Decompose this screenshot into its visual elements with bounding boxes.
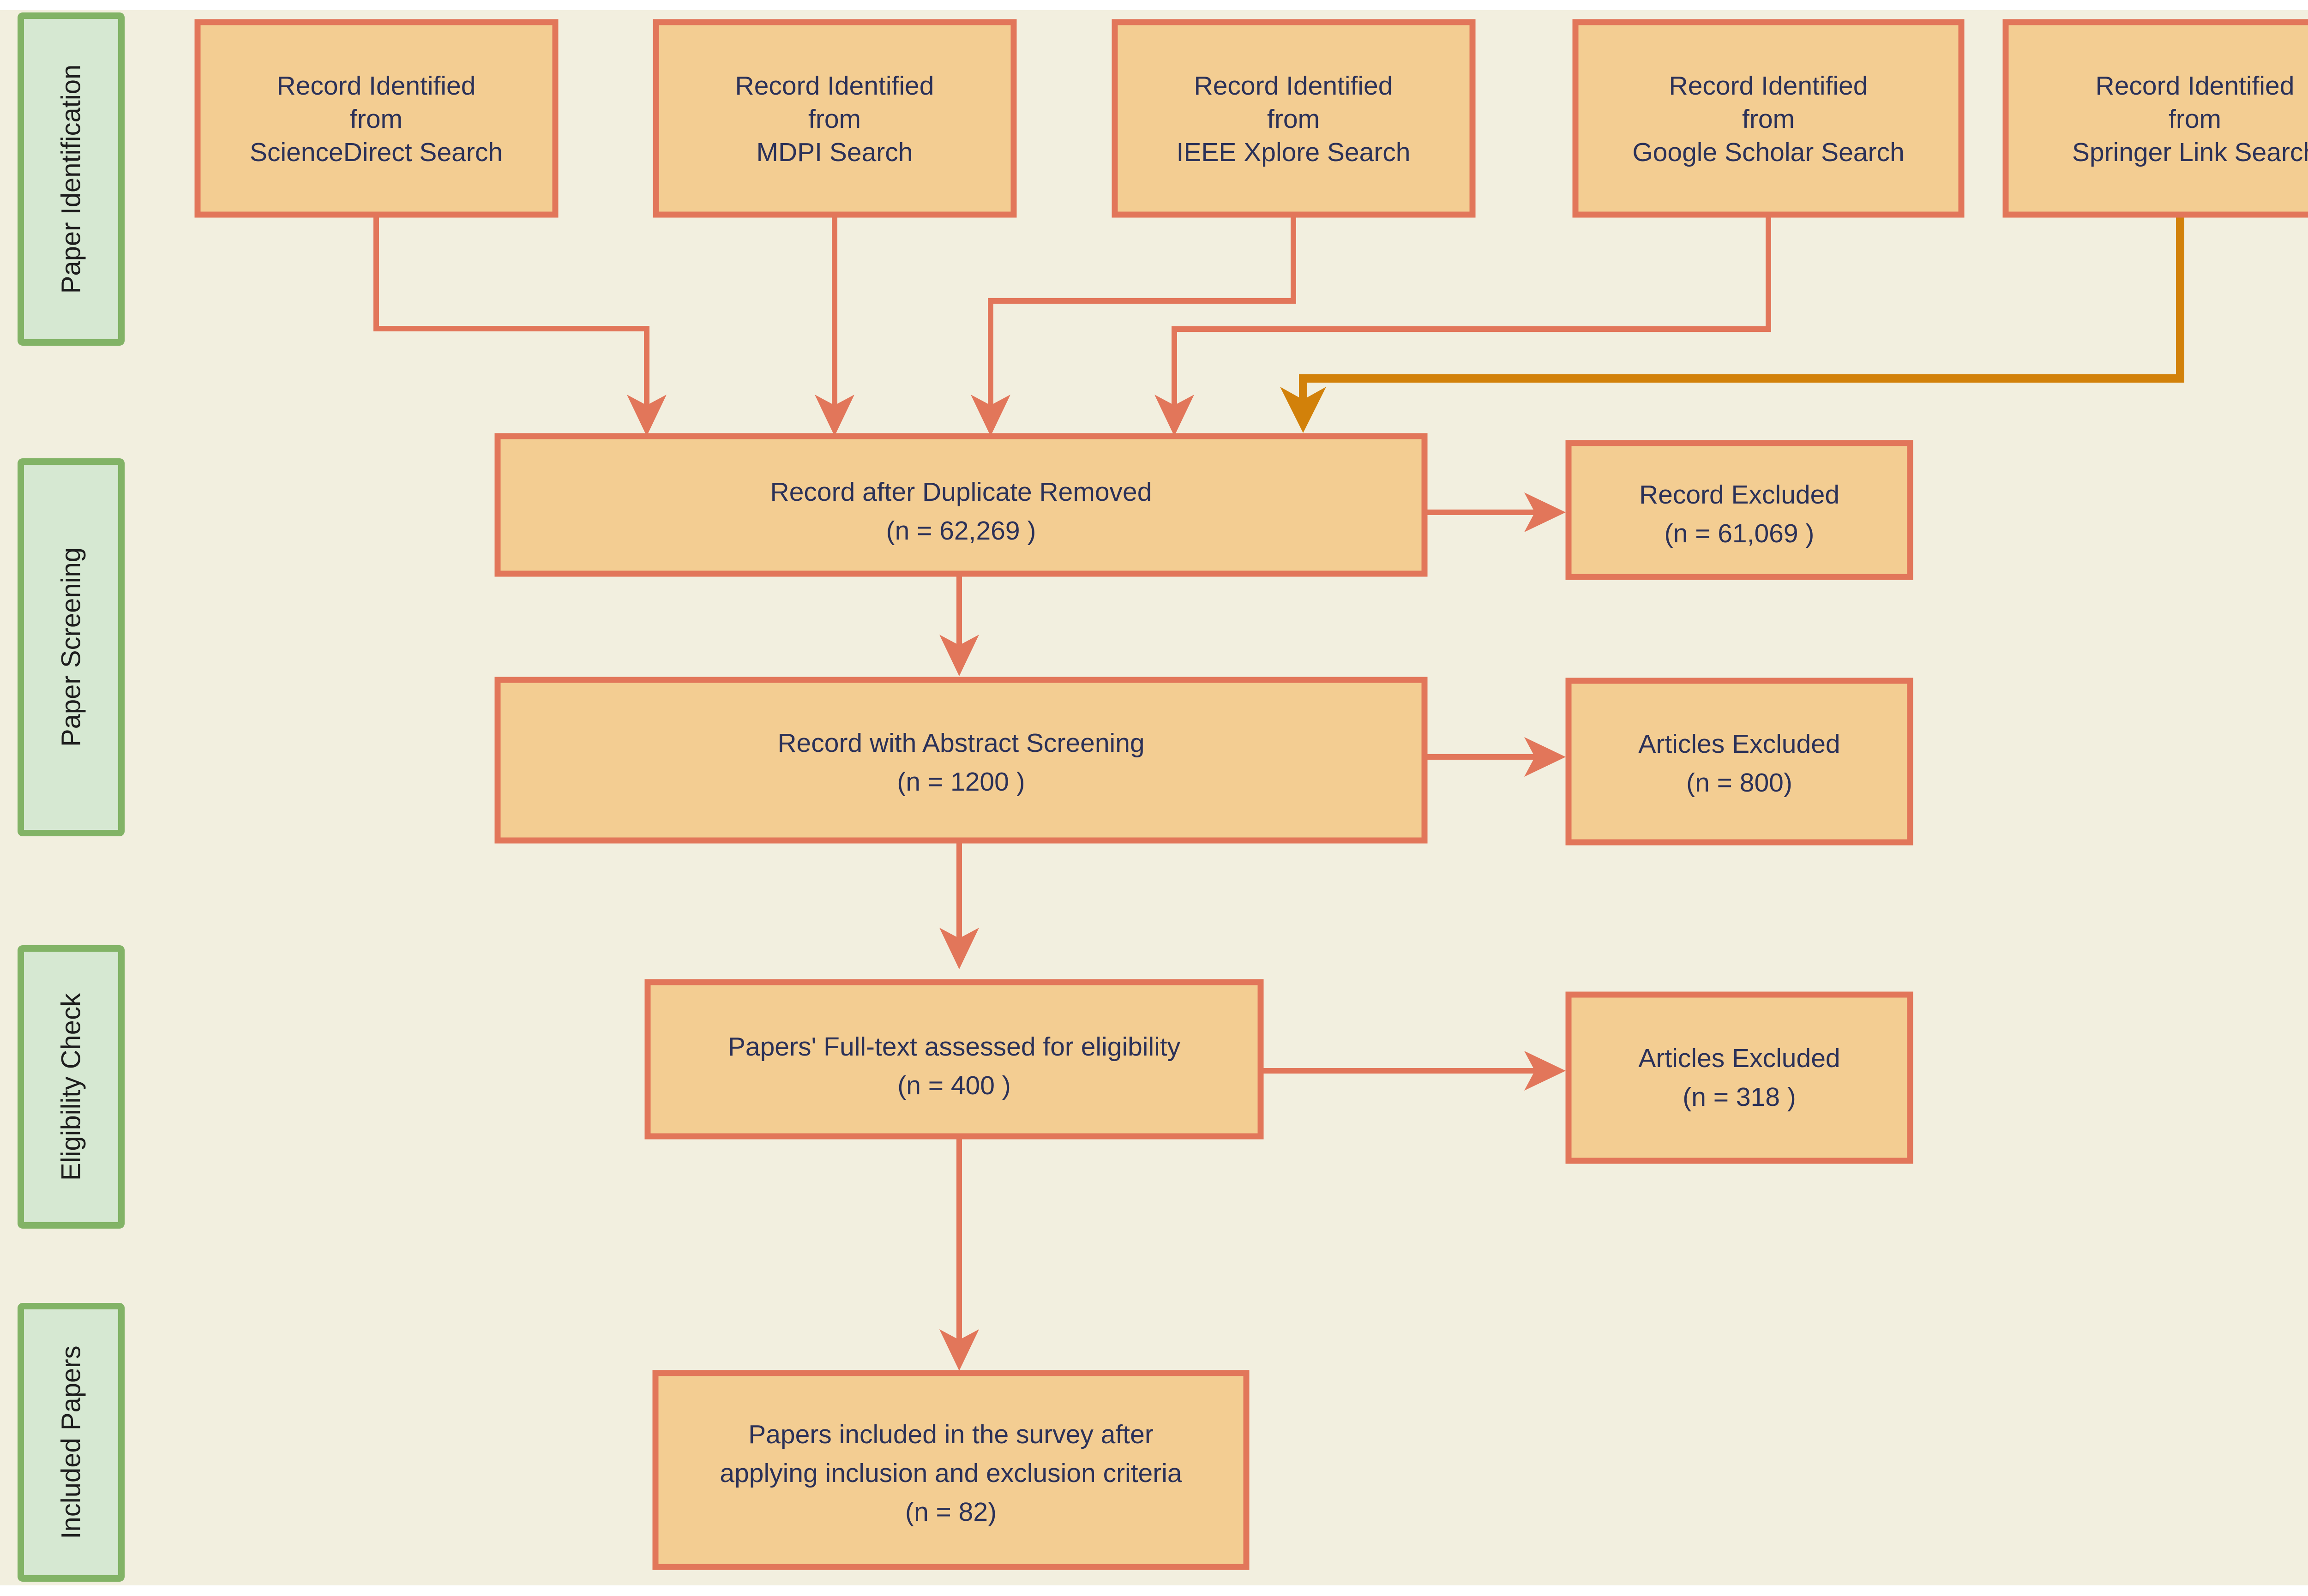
stage-band-rect [18,945,125,1229]
node-rect [1565,678,1913,846]
stage-band-paper-screening[interactable]: Paper Screening [18,458,125,836]
node-rect [194,19,559,218]
node-line: (n = 62,269 ) [886,516,1036,546]
node-line: Papers' Full-text assessed for eligibili… [728,1032,1181,1062]
node-rect [494,677,1428,844]
node-fulltext-eligibility[interactable]: Papers' Full-text assessed for eligibili… [644,979,1264,1140]
node-included[interactable]: Papers included in the survey after appl… [652,1370,1250,1570]
arrowhead-sciencedirect [627,395,667,436]
node-rect [653,19,1017,218]
node-source-sciencedirect[interactable]: Record Identified from ScienceDirect Sea… [194,19,559,218]
node-line: Papers included in the survey after [748,1420,1154,1449]
node-line: from [1742,104,1795,134]
arrowhead-google-scholar [1154,395,1194,436]
arrowhead-articles-excluded-abstract [1524,737,1566,777]
node-line: Record Excluded [1639,480,1839,510]
node-source-mdpi[interactable]: Record Identified from MDPI Search [653,19,1017,218]
stage-band-eligibility-check[interactable]: Eligibility Check [18,945,125,1229]
node-line: (n = 82) [905,1497,997,1527]
stage-band-label: Paper Screening [56,547,86,747]
edge-ieee-to-duplicates [988,215,1296,421]
node-abstract-screening[interactable]: Record with Abstract Screening (n = 1200… [494,677,1428,844]
node-line: Articles Excluded [1638,729,1840,759]
stage-band-paper-identification[interactable]: Paper Identification [18,12,125,346]
node-source-springer[interactable]: Record Identified from Springer Link Sea… [2002,19,2308,218]
node-line: from [1267,104,1320,134]
stage-band-label: Eligibility Check [56,993,86,1181]
node-line: (n = 1200 ) [897,767,1025,797]
node-line: Record Identified [1194,71,1393,101]
node-rect [2002,19,2308,218]
edge-google-scholar-to-duplicates [1172,215,1771,421]
arrowhead-ieee [971,395,1010,436]
node-line: Google Scholar Search [1632,138,1904,167]
arrowhead-articles-excluded-fulltext [1524,1051,1566,1091]
node-line: IEEE Xplore Search [1177,138,1411,167]
arrowhead-duplicates-to-abstract [939,635,979,676]
stage-band-included-papers[interactable]: Included Papers [18,1303,125,1582]
node-line: Springer Link Search [2072,138,2308,167]
node-line: Record Identified [277,71,476,101]
node-line: Record Identified [1669,71,1868,101]
node-rect [652,1370,1250,1570]
arrowhead-springer [1280,387,1326,433]
edge-springer-to-duplicates [1299,215,2184,418]
node-duplicate-removed[interactable]: Record after Duplicate Removed (n = 62,2… [494,433,1428,577]
node-line: Record Identified [735,71,934,101]
node-record-excluded[interactable]: Record Excluded (n = 61,069 ) [1565,440,1913,580]
stage-band-label: Paper Identification [56,65,86,294]
node-line: Articles Excluded [1638,1044,1840,1073]
node-line: ScienceDirect Search [250,138,503,167]
node-source-ieee[interactable]: Record Identified from IEEE Xplore Searc… [1112,19,1476,218]
node-rect [1565,440,1913,580]
stage-band-rect [18,1303,125,1582]
arrowhead-record-excluded [1524,492,1566,532]
node-line: (n = 400 ) [897,1071,1011,1100]
node-articles-excluded-abstract[interactable]: Articles Excluded (n = 800) [1565,678,1913,846]
node-source-google-scholar[interactable]: Record Identified from Google Scholar Se… [1572,19,1965,218]
node-line: from [2169,104,2221,134]
edge-sciencedirect-to-duplicates [373,215,649,421]
arrowhead-mdpi [815,395,854,436]
node-line: from [808,104,861,134]
stage-band-label: Included Papers [56,1345,86,1539]
node-articles-excluded-fulltext[interactable]: Articles Excluded (n = 318 ) [1565,991,1913,1164]
node-rect [1565,991,1913,1164]
node-line: Record after Duplicate Removed [770,477,1152,507]
node-line: from [350,104,403,134]
node-line: applying inclusion and exclusion criteri… [720,1458,1182,1488]
node-rect [644,979,1264,1140]
stage-band-rect [18,12,125,346]
node-rect [1112,19,1476,218]
node-line: Record with Abstract Screening [777,728,1144,758]
node-rect [1572,19,1965,218]
node-rect [494,433,1428,577]
node-line: (n = 318 ) [1683,1082,1796,1112]
node-line: Record Identified [2096,71,2295,101]
node-line: (n = 61,069 ) [1665,519,1815,548]
arrowhead-fulltext-to-included [939,1329,979,1371]
node-line: (n = 800) [1686,768,1792,798]
node-line: MDPI Search [757,138,913,167]
stage-band-rect [18,458,125,836]
arrowhead-abstract-to-fulltext [939,928,979,969]
